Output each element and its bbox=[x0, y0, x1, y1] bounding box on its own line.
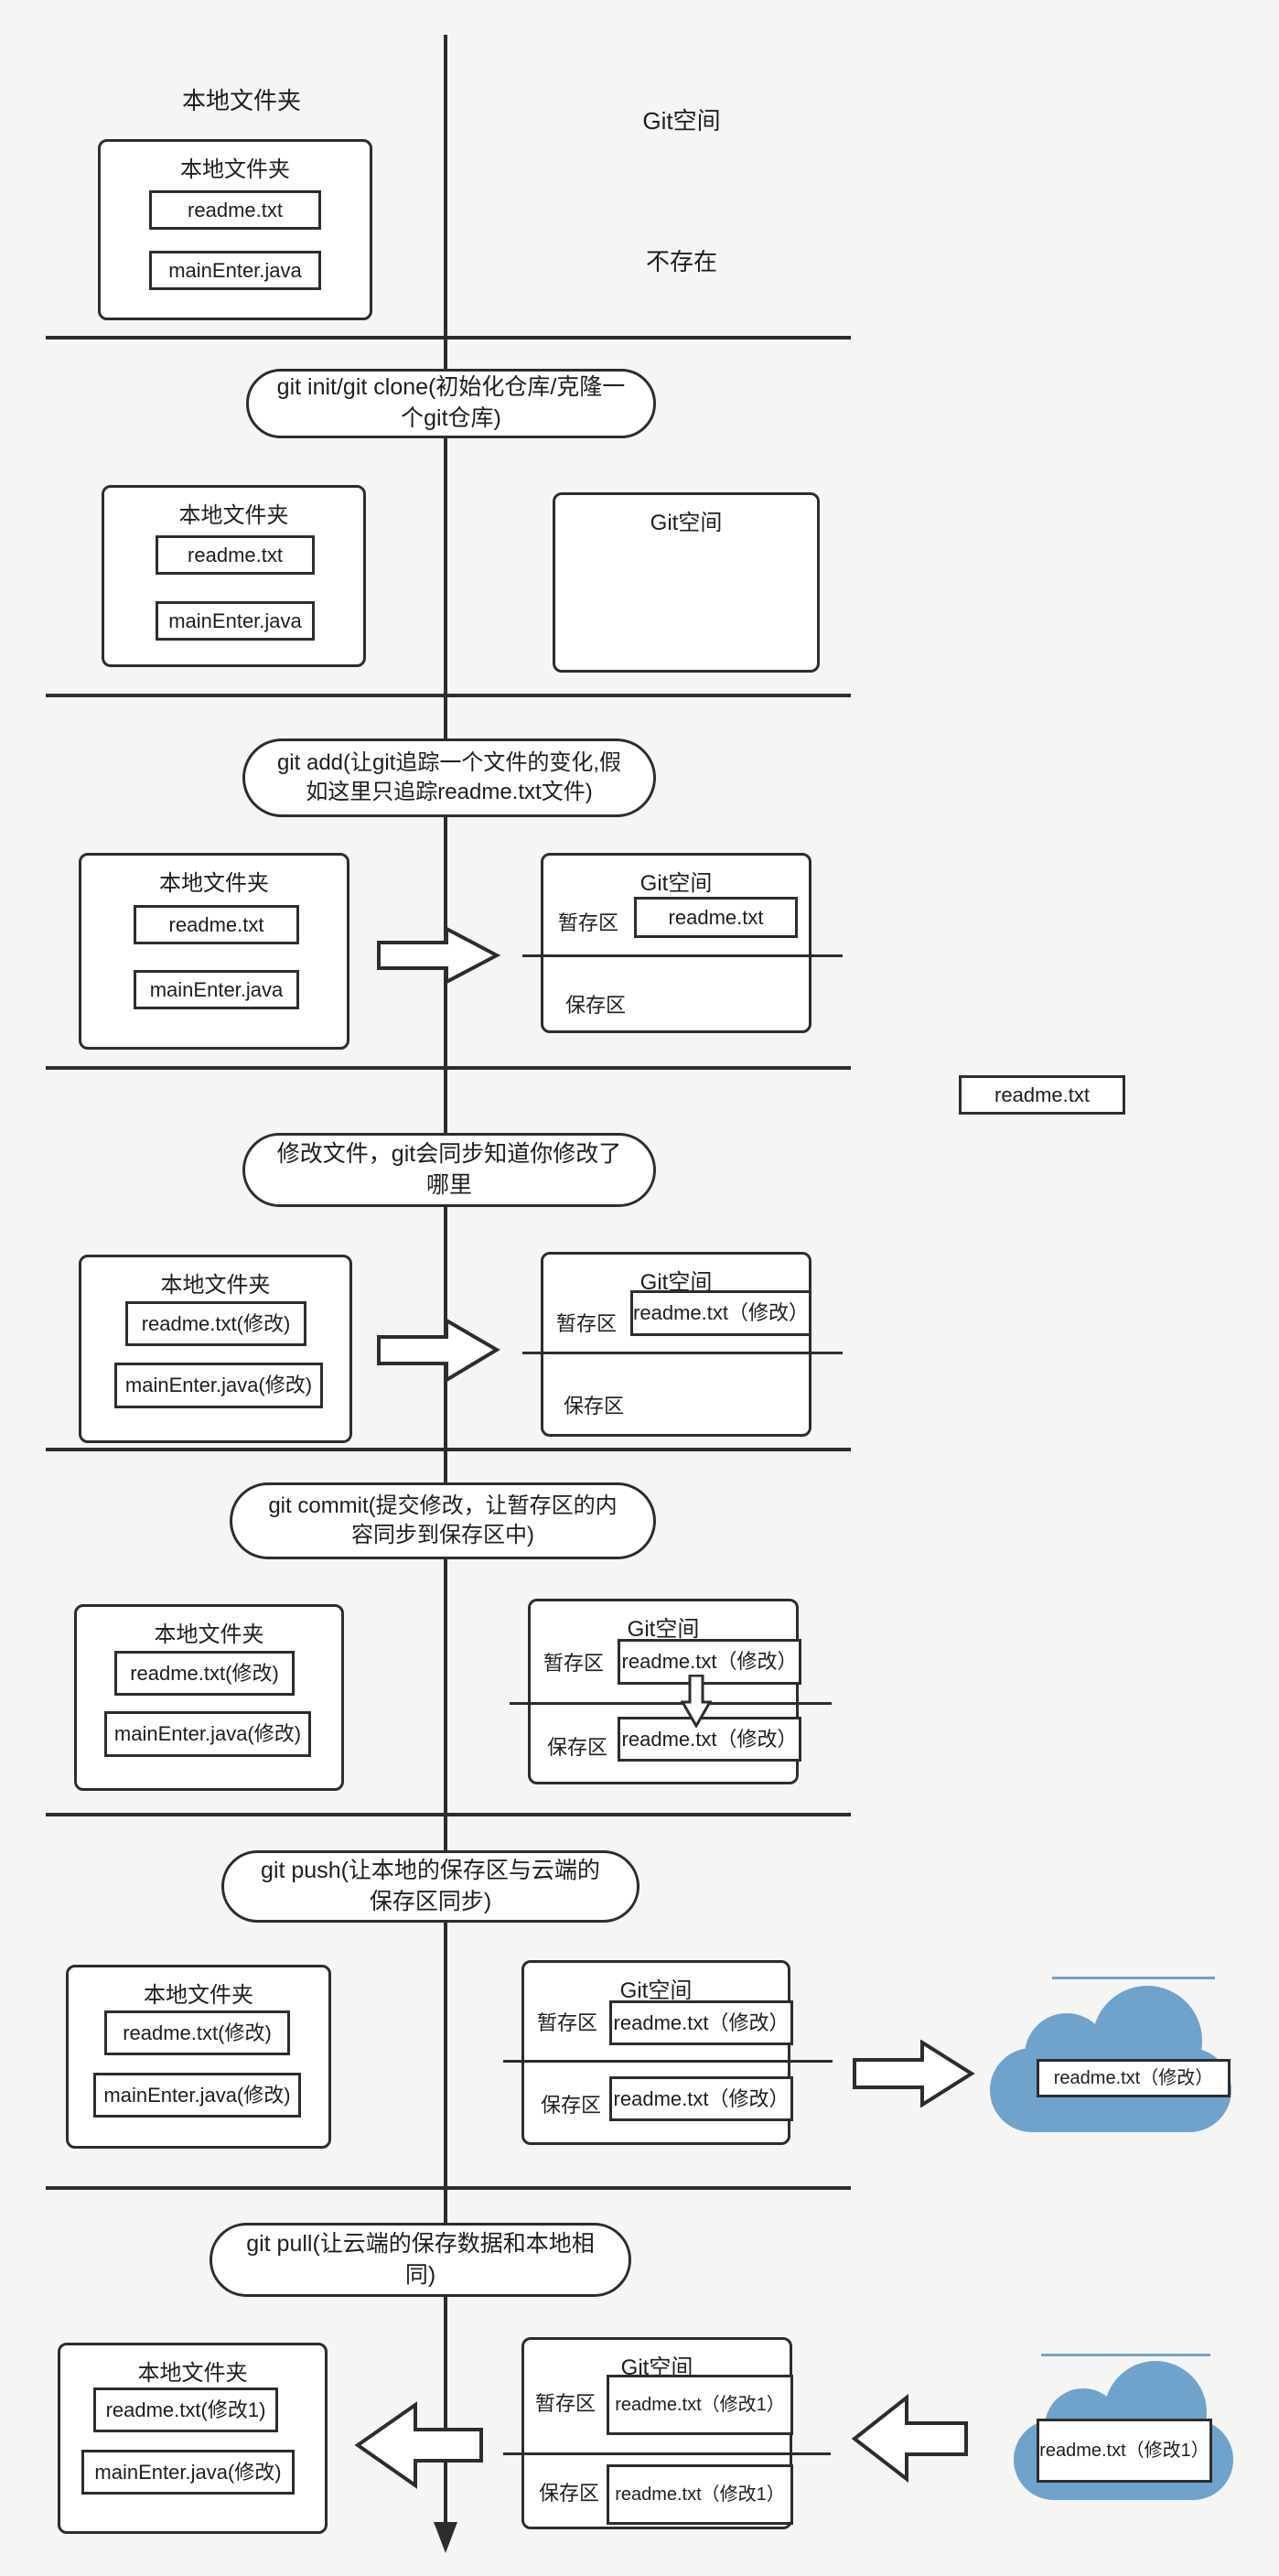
save-area-label: 保存区 bbox=[547, 1736, 608, 1759]
local-folder-box: 本地文件夹 readme.txt mainEnter.java bbox=[98, 139, 372, 320]
box-title: 本地文件夹 bbox=[159, 871, 269, 896]
staging-file-box: readme.txt bbox=[634, 897, 798, 938]
file-box: mainEnter.java(修改) bbox=[104, 1711, 311, 1757]
flow-arrow-down-icon bbox=[681, 1675, 712, 1728]
staging-save-divider-line bbox=[522, 954, 843, 957]
flow-arrow-left-icon bbox=[354, 2401, 483, 2489]
save-file-box: readme.txt（修改） bbox=[618, 1717, 801, 1762]
local-folder-box: 本地文件夹 readme.txt(修改1) mainEnter.java(修改) bbox=[58, 2343, 328, 2534]
save-file-box: readme.txt（修改） bbox=[609, 2076, 793, 2121]
git-space-box: Git空间 bbox=[553, 492, 820, 673]
staging-area-label: 暂存区 bbox=[543, 1652, 605, 1675]
git-space-box: Git空间 暂存区 readme.txt（修改） 保存区 bbox=[541, 1252, 811, 1437]
row-separator-line bbox=[46, 1066, 851, 1070]
flow-arrow-right-icon bbox=[377, 1318, 500, 1383]
box-title: 本地文件夹 bbox=[160, 1273, 271, 1298]
local-folder-box: 本地文件夹 readme.txt mainEnter.java bbox=[102, 485, 366, 667]
box-title: Git空间 bbox=[640, 871, 713, 896]
timeline-axis bbox=[444, 35, 447, 2522]
staging-save-divider-line bbox=[503, 2060, 833, 2063]
file-box: mainEnter.java(修改) bbox=[93, 2073, 301, 2118]
file-box: readme.txt bbox=[134, 905, 299, 944]
column-label-local: 本地文件夹 bbox=[181, 87, 301, 114]
file-box: mainEnter.java bbox=[149, 251, 321, 290]
box-title: 本地文件夹 bbox=[154, 1622, 264, 1647]
staging-file-box: readme.txt（修改） bbox=[618, 1639, 801, 1685]
command-pill-git-init: git init/git clone(初始化仓库/克隆一个git仓库) bbox=[246, 369, 656, 438]
file-box: mainEnter.java(修改) bbox=[81, 2450, 295, 2495]
command-pill-git-add: git add(让git追踪一个文件的变化,假如这里只追踪readme.txt文… bbox=[242, 738, 656, 817]
git-space-box: Git空间 暂存区 readme.txt（修改） 保存区 readme.txt（… bbox=[528, 1599, 801, 1784]
file-box: readme.txt(修改) bbox=[104, 2010, 290, 2055]
tracked-file-box: readme.txt bbox=[959, 1075, 1125, 1115]
staging-save-divider-line bbox=[522, 1352, 843, 1354]
command-pill-git-push: git push(让本地的保存区与云端的保存区同步) bbox=[221, 1850, 640, 1923]
staging-area-label: 暂存区 bbox=[558, 911, 619, 934]
git-space-box: Git空间 暂存区 readme.txt（修改） 保存区 readme.txt（… bbox=[521, 1960, 793, 2145]
file-box: mainEnter.java bbox=[134, 970, 299, 1009]
row-separator-line bbox=[46, 694, 851, 697]
staging-area-label: 暂存区 bbox=[535, 2392, 597, 2415]
box-title: 本地文件夹 bbox=[178, 503, 289, 528]
command-pill-modify: 修改文件，git会同步知道你修改了哪里 bbox=[242, 1133, 656, 1207]
flow-arrow-left-icon bbox=[851, 2394, 968, 2483]
local-folder-box: 本地文件夹 readme.txt(修改) mainEnter.java(修改) bbox=[74, 1604, 344, 1791]
cloud-file-box: readme.txt（修改） bbox=[1037, 2059, 1231, 2097]
row-separator-line bbox=[46, 1813, 851, 1816]
cloud-icon bbox=[990, 1986, 1231, 2132]
cloud-top-line bbox=[1052, 1977, 1215, 1979]
save-file-box: readme.txt（修改1） bbox=[607, 2464, 793, 2525]
save-area-label: 保存区 bbox=[539, 2482, 600, 2505]
box-title: 本地文件夹 bbox=[180, 157, 290, 182]
file-box: readme.txt(修改) bbox=[125, 1301, 306, 1346]
file-box: readme.txt(修改1) bbox=[93, 2387, 278, 2432]
column-label-git: Git空间 bbox=[642, 107, 721, 135]
row-separator-line bbox=[46, 336, 851, 340]
git-space-box: Git空间 暂存区 readme.txt 保存区 bbox=[541, 853, 811, 1033]
box-title: Git空间 bbox=[627, 1617, 700, 1642]
git-space-state: 不存在 bbox=[645, 248, 717, 275]
file-box: readme.txt(修改) bbox=[114, 1651, 295, 1696]
flow-arrow-right-icon bbox=[853, 2040, 975, 2107]
box-title: 本地文件夹 bbox=[137, 2361, 248, 2386]
flow-arrow-right-icon bbox=[377, 926, 500, 985]
staging-save-divider-line bbox=[510, 1702, 832, 1705]
command-pill-git-commit: git commit(提交修改，让暂存区的内容同步到保存区中) bbox=[230, 1482, 656, 1559]
staging-file-box: readme.txt（修改1） bbox=[607, 2375, 793, 2435]
file-box: mainEnter.java(修改) bbox=[114, 1363, 323, 1408]
save-area-label: 保存区 bbox=[564, 1395, 625, 1417]
cloud-file-box: readme.txt（修改1） bbox=[1037, 2419, 1212, 2483]
save-area-label: 保存区 bbox=[541, 2094, 602, 2117]
staging-file-box: readme.txt（修改） bbox=[630, 1290, 811, 1336]
box-title: Git空间 bbox=[619, 1978, 693, 2003]
local-folder-box: 本地文件夹 readme.txt(修改) mainEnter.java(修改) bbox=[66, 1965, 331, 2149]
cloud-top-line bbox=[1041, 2354, 1210, 2356]
local-folder-box: 本地文件夹 readme.txt mainEnter.java bbox=[79, 853, 349, 1050]
staging-save-divider-line bbox=[503, 2452, 831, 2455]
row-separator-line bbox=[46, 1448, 851, 1451]
staging-file-box: readme.txt（修改） bbox=[609, 2000, 793, 2045]
local-folder-box: 本地文件夹 readme.txt(修改) mainEnter.java(修改) bbox=[79, 1255, 352, 1443]
timeline-arrowhead-icon bbox=[434, 2522, 457, 2553]
file-box: readme.txt bbox=[156, 535, 315, 575]
staging-area-label: 暂存区 bbox=[556, 1312, 618, 1335]
box-title: 本地文件夹 bbox=[144, 1983, 253, 2008]
save-area-label: 保存区 bbox=[565, 994, 627, 1017]
row-separator-line bbox=[46, 2186, 851, 2190]
staging-area-label: 暂存区 bbox=[537, 2011, 598, 2034]
git-space-box: Git空间 暂存区 readme.txt（修改1） 保存区 readme.txt… bbox=[521, 2337, 793, 2529]
file-box: mainEnter.java bbox=[156, 601, 315, 641]
box-title: Git空间 bbox=[650, 511, 723, 535]
file-box: readme.txt bbox=[149, 190, 321, 230]
command-pill-git-pull: git pull(让云端的保存数据和本地相同) bbox=[210, 2223, 631, 2297]
